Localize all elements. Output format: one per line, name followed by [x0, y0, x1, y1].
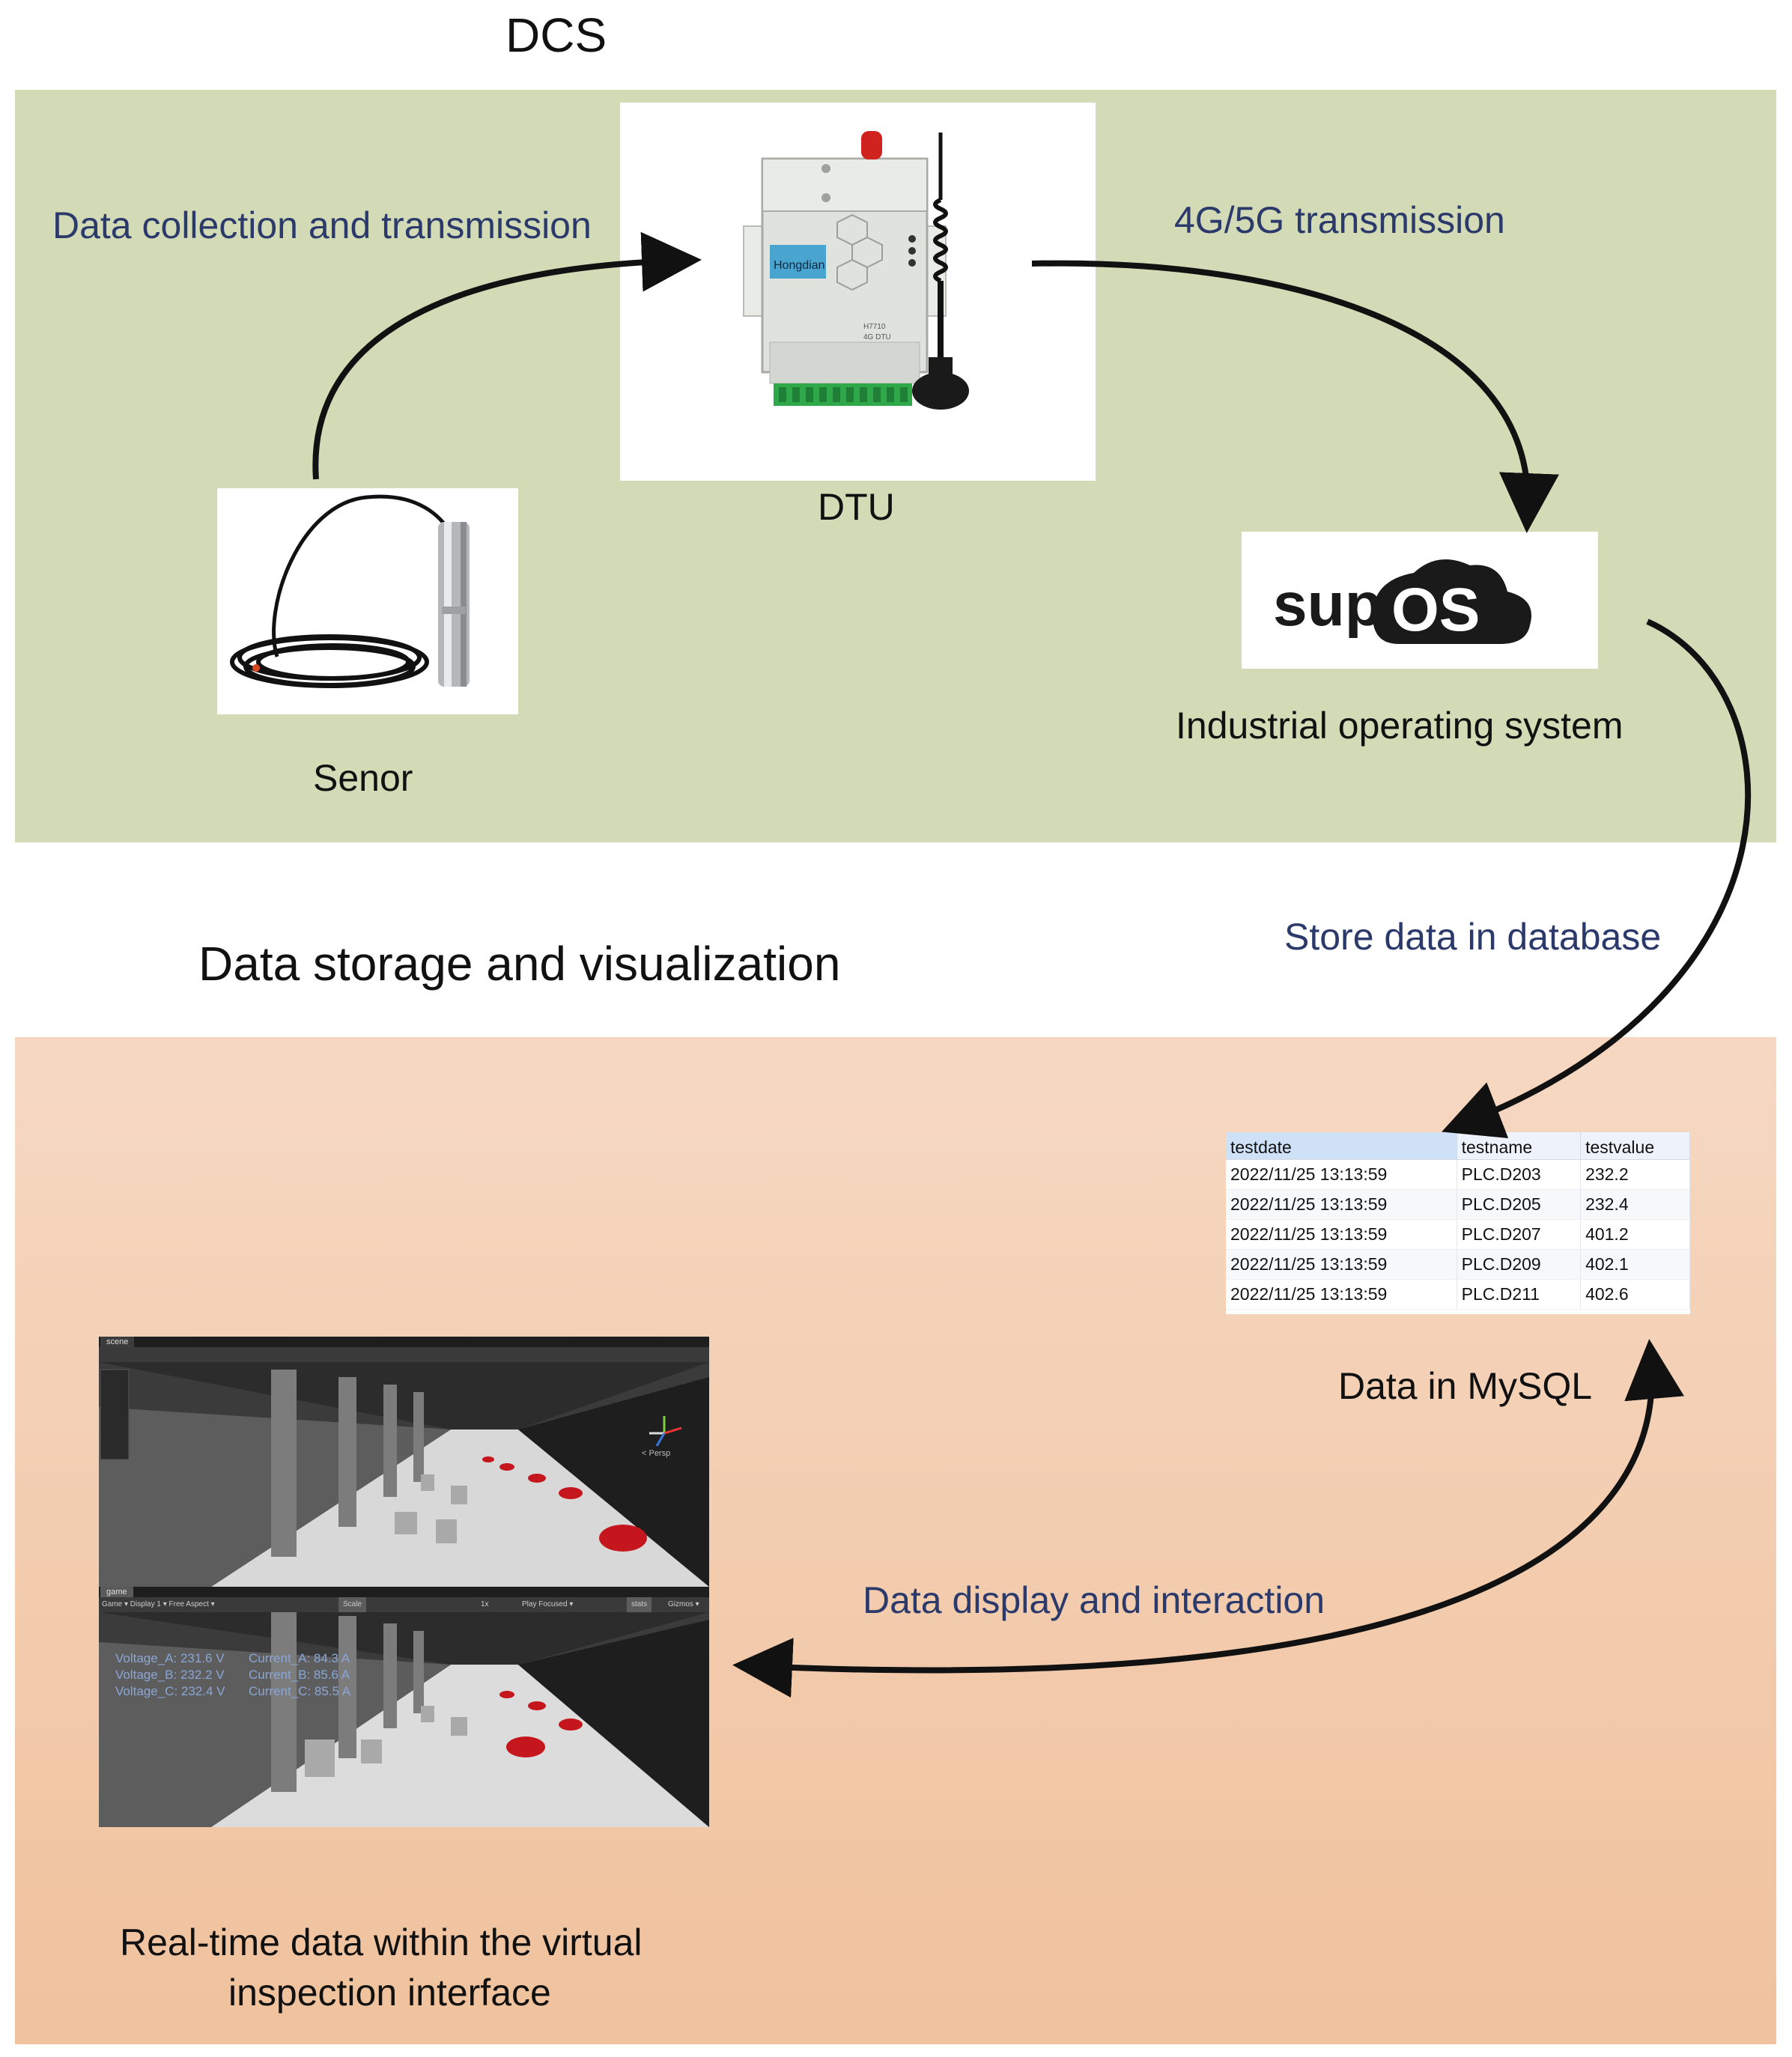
- table-row: 2022/11/25 13:13:59 PLC.D209 402.1: [1226, 1249, 1690, 1280]
- display-interaction-label: Data display and interaction: [863, 1579, 1325, 1621]
- table-cell: PLC.D203: [1457, 1159, 1582, 1190]
- play-focused-select[interactable]: Play Focused ▾: [522, 1600, 574, 1608]
- storage-section-title: Data storage and visualization: [198, 937, 841, 991]
- industrial-os-label: Industrial operating system: [1176, 705, 1624, 747]
- table-row: 2022/11/25 13:13:59 PLC.D211 402.6: [1226, 1279, 1690, 1310]
- column-header: testdate: [1226, 1132, 1457, 1160]
- game-view: [99, 1612, 709, 1827]
- axis-gizmo[interactable]: [649, 1416, 682, 1447]
- arrow-mysql-to-unity: [732, 1362, 1655, 1698]
- voltage-a-readout: Voltage_A: 231.6 V: [115, 1651, 225, 1665]
- transmission-4g5g-label: 4G/5G transmission: [1174, 199, 1505, 241]
- arrow-sensor-to-dtu: [312, 231, 702, 480]
- arrow-supos-to-mysql: [1442, 619, 1752, 1138]
- column-header: testvalue: [1580, 1132, 1690, 1160]
- mysql-table: testdate testname testvalue 2022/11/25 1…: [1226, 1132, 1690, 1314]
- table-cell: PLC.D205: [1457, 1189, 1582, 1220]
- virtual-inspection-screenshot: scene < Persp game: [99, 1337, 709, 1827]
- table-row: 2022/11/25 13:13:59 PLC.D203 232.2: [1226, 1159, 1690, 1190]
- scene-view: < Persp: [99, 1362, 709, 1587]
- sensor-image: [217, 488, 518, 714]
- dtu-brand: Hongdian: [774, 259, 825, 272]
- mysql-label: Data in MySQL: [1338, 1365, 1593, 1407]
- scale-label: Scale: [338, 1597, 367, 1612]
- voltage-b-readout: Voltage_B: 232.2 V: [115, 1668, 225, 1682]
- scene-tabbar: scene: [99, 1337, 709, 1347]
- current-c-readout: Current_C: 85.5 A: [249, 1684, 351, 1698]
- table-cell: 2022/11/25 13:13:59: [1226, 1159, 1457, 1190]
- realtime-caption-line2: inspection interface: [228, 1972, 551, 2014]
- table-cell: 2022/11/25 13:13:59: [1226, 1279, 1457, 1310]
- table-cell: 2022/11/25 13:13:59: [1226, 1219, 1457, 1250]
- dtu-sub: 4G DTU: [863, 333, 891, 341]
- table-cell: 2022/11/25 13:13:59: [1226, 1249, 1457, 1280]
- scene-toolbar: [99, 1347, 709, 1362]
- table-row: 2022/11/25 13:13:59 PLC.D207 401.2: [1226, 1219, 1690, 1250]
- supos-suffix: OS: [1391, 576, 1480, 644]
- game-tab[interactable]: game: [100, 1587, 133, 1597]
- dtu-model: H7710: [863, 323, 886, 331]
- supos-prefix: sup: [1273, 571, 1382, 639]
- scale-value: 1x: [481, 1600, 489, 1608]
- scene-tab[interactable]: scene: [100, 1337, 135, 1347]
- supos-logo: sup OS: [1242, 532, 1598, 669]
- game-display-select[interactable]: Game ▾ Display 1 ▾ Free Aspect ▾: [102, 1600, 215, 1608]
- table-cell: PLC.D211: [1457, 1279, 1582, 1310]
- current-b-readout: Current_B: 85.6 A: [249, 1668, 350, 1682]
- voltage-c-readout: Voltage_C: 232.4 V: [115, 1684, 225, 1698]
- stats-button[interactable]: stats: [627, 1597, 652, 1612]
- sensor-label: Senor: [313, 757, 413, 799]
- table-cell: 232.4: [1580, 1189, 1690, 1220]
- gizmos-select[interactable]: Gizmos ▾: [668, 1600, 699, 1608]
- persp-label: < Persp: [642, 1449, 670, 1458]
- table-cell: 402.6: [1580, 1279, 1690, 1310]
- dtu-label: DTU: [818, 486, 895, 528]
- arrow-dtu-to-supos: [1031, 260, 1559, 533]
- table-cell: PLC.D207: [1457, 1219, 1582, 1250]
- realtime-caption-line1: Real-time data within the virtual: [120, 1921, 643, 1963]
- game-toolbar: Game ▾ Display 1 ▾ Free Aspect ▾ Scale 1…: [99, 1597, 709, 1612]
- table-cell: 401.2: [1580, 1219, 1690, 1250]
- table-row: 2022/11/25 13:13:59 PLC.D205 232.4: [1226, 1189, 1690, 1220]
- current-a-readout: Current_A: 84.3 A: [249, 1651, 350, 1665]
- store-db-label: Store data in database: [1284, 916, 1662, 958]
- arrow-unity-to-mysql-head: [1624, 1339, 1684, 1402]
- data-collection-label: Data collection and transmission: [52, 204, 592, 246]
- game-tabbar: game: [99, 1587, 709, 1597]
- table-cell: 402.1: [1580, 1249, 1690, 1280]
- table-cell: 232.2: [1580, 1159, 1690, 1190]
- dcs-section-title: DCS: [505, 8, 607, 62]
- table-cell: PLC.D209: [1457, 1249, 1582, 1280]
- table-cell: 2022/11/25 13:13:59: [1226, 1189, 1457, 1220]
